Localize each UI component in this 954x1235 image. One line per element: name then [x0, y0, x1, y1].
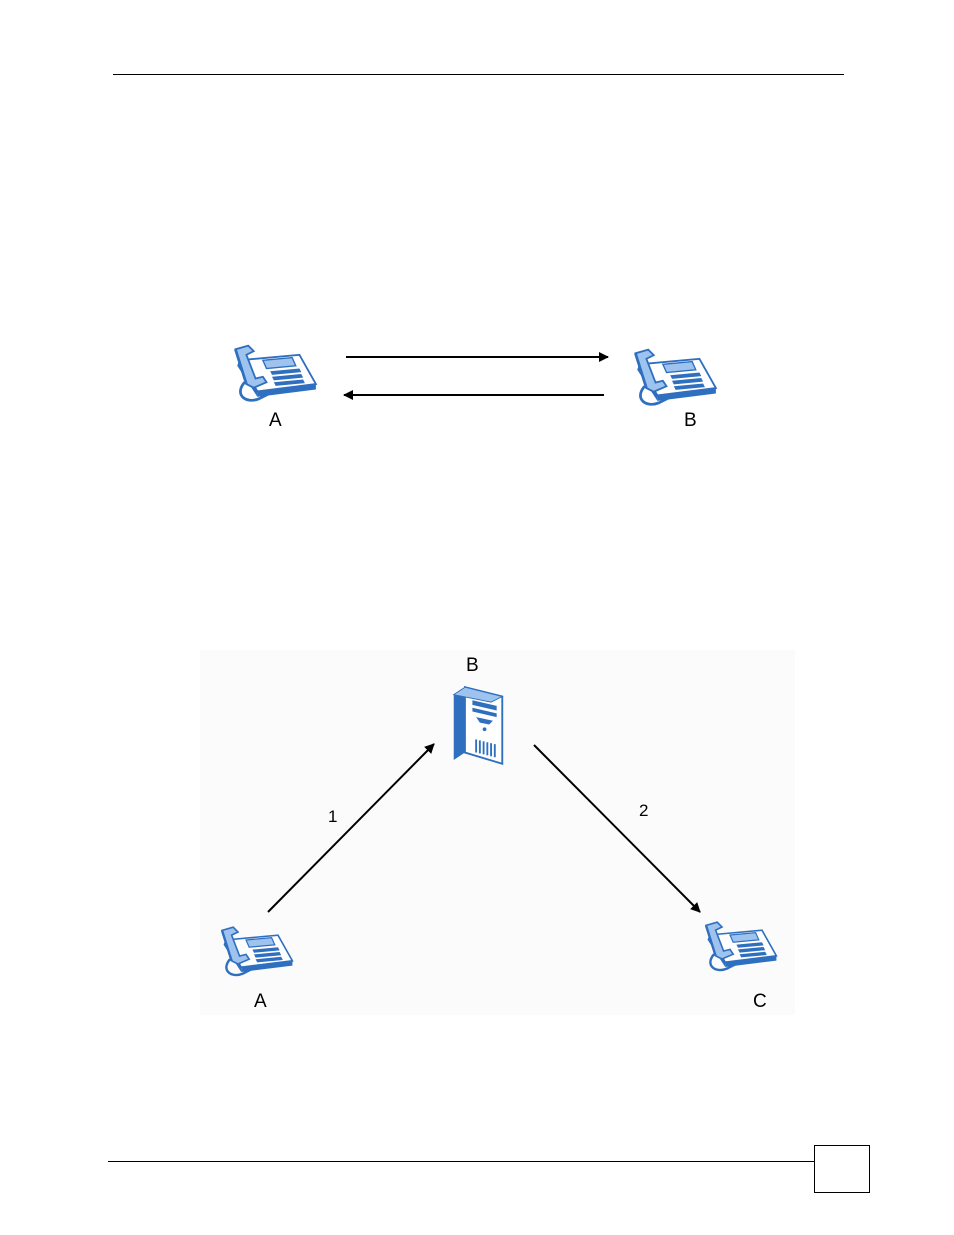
- phone-a-label: A: [269, 411, 282, 430]
- page-number-box: [814, 1145, 870, 1193]
- server-routed-figure: B 1 2 A C: [200, 650, 795, 1015]
- header-rule: [113, 74, 844, 75]
- phone-b-label: B: [684, 411, 697, 430]
- arrow-step-2: [534, 745, 700, 912]
- arrow-step-1: [268, 744, 434, 912]
- footer-rule: [108, 1161, 815, 1162]
- step-2-label: 2: [639, 802, 648, 819]
- phone-a-label: A: [254, 992, 267, 1011]
- peer-to-peer-figure: A B: [214, 336, 734, 436]
- phone-a-icon: [207, 924, 301, 980]
- phone-c-label: C: [753, 992, 767, 1011]
- step-1-label: 1: [328, 808, 337, 825]
- call-arrows: [214, 336, 734, 436]
- phone-c-icon: [691, 919, 785, 975]
